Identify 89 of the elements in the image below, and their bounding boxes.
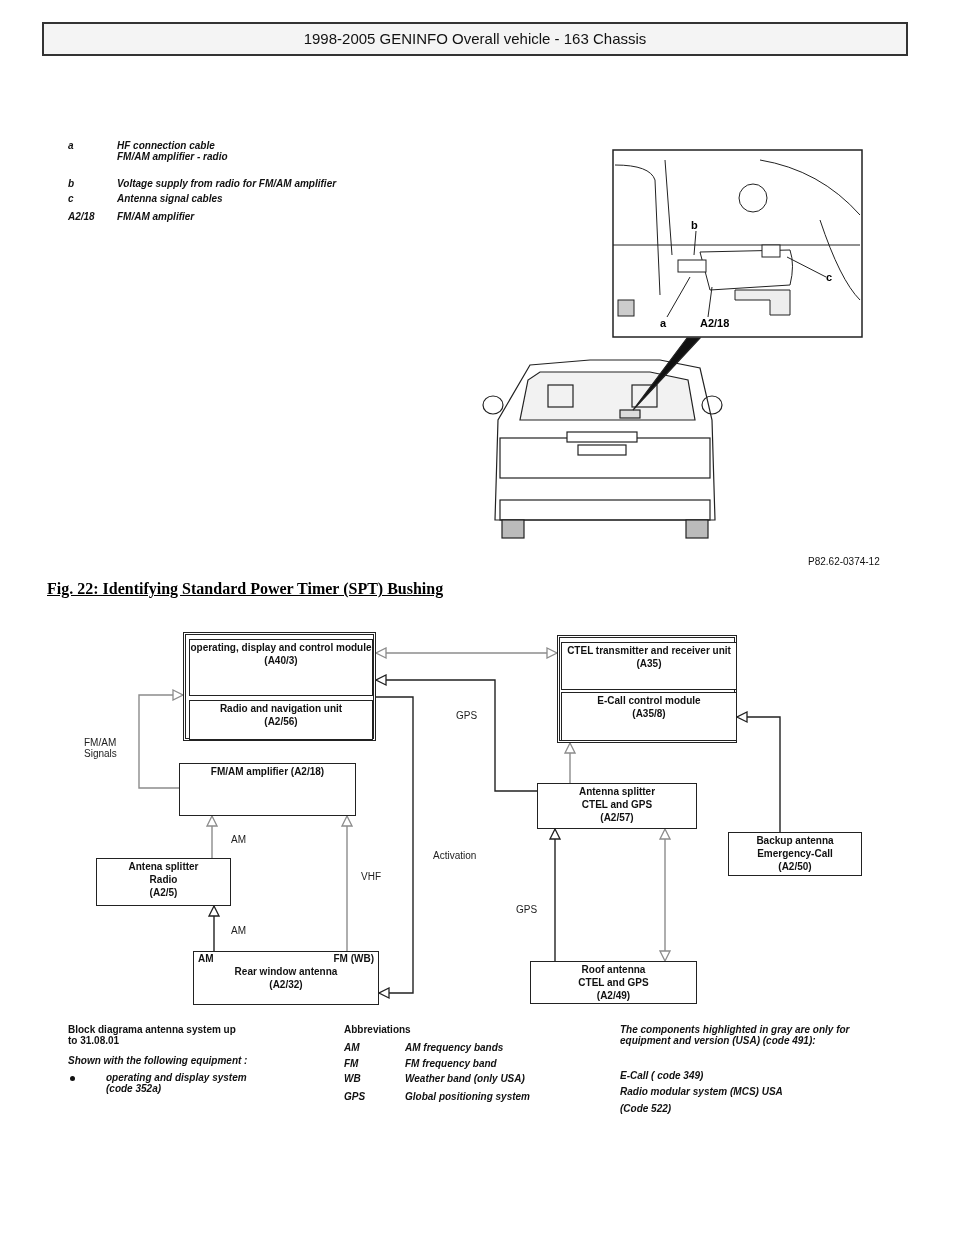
port-label: FM (WB) [333, 953, 374, 964]
note-text: Global positioning system [405, 1091, 530, 1102]
note-text: Antenna signal cables [117, 193, 223, 204]
edge-label: GPS [515, 904, 539, 915]
leader-line [707, 286, 713, 318]
connector-arrow [659, 828, 671, 962]
part-code: A2/18 [700, 317, 734, 329]
box-text: Antenna splitter [577, 786, 657, 797]
component-box [189, 700, 373, 740]
box-text: operating, display and control module [190, 642, 372, 653]
connector-arrow [375, 674, 538, 792]
edge-label: VHF [360, 871, 382, 882]
box-text: Rear window antenna [233, 966, 339, 977]
box-text: (A2/49) [595, 990, 632, 1001]
box-text: CTEL and GPS [580, 799, 654, 810]
leader-line [666, 276, 691, 318]
note-text: E-Call ( code 349) [620, 1070, 704, 1081]
callout-letter: a [68, 140, 74, 151]
note-text: Weather band (only USA) [405, 1073, 525, 1084]
component-box [728, 832, 862, 876]
note-text: operating and display system (code 352a) [106, 1072, 248, 1094]
note-text: Block diagrama antenna system up to 31.08.01 [68, 1024, 237, 1046]
connector-arrow [206, 815, 218, 859]
note-text: The components highlighted in gray are only for equipment and version (USA) (code 491): [620, 1024, 851, 1046]
box-text: (A35) [635, 658, 663, 669]
part-code: A2/18 [68, 211, 95, 222]
note-text: Shown with the following equipment : [68, 1055, 248, 1066]
component-box [530, 961, 697, 1004]
note-text: Voltage supply from radio for FM/AM amplifier [117, 178, 337, 189]
heading: Abbreviations [344, 1024, 411, 1035]
box-text: (A2/50) [777, 861, 813, 872]
callout-letter: a [660, 317, 670, 329]
leader-line [693, 230, 697, 256]
connector-arrow [208, 905, 220, 952]
connector-arrow [375, 647, 558, 659]
box-text: (A2/32) [268, 979, 304, 990]
edge-label: GPS [455, 710, 479, 721]
component-box [189, 639, 373, 696]
abbreviation: WB [344, 1073, 361, 1084]
figure-code: P82.62-0374-12 [808, 556, 880, 567]
box-text: (A2/56) [263, 716, 299, 727]
box-text: CTEL transmitter and receiver unit [566, 645, 732, 656]
box-text: (A35/8) [631, 708, 667, 719]
note-text: Radio modular system (MCS) USA [620, 1086, 783, 1097]
box-text: Emergency-Call [756, 848, 834, 859]
callout-letter: b [691, 219, 701, 231]
component-box [179, 763, 356, 816]
component-box [193, 951, 379, 1005]
module-frame [557, 635, 737, 743]
abbreviation: FM [344, 1058, 359, 1069]
abbreviation: AM [344, 1042, 360, 1053]
box-text: E-Call control module [596, 695, 702, 706]
component-box [537, 783, 697, 829]
box-text: (A40/3) [263, 655, 299, 666]
note-text: FM frequency band [405, 1058, 497, 1069]
edge-label: AM [230, 925, 247, 936]
header-bar: 1998-2005 GENINFO Overall vehicle - 163 Chassis [42, 22, 908, 56]
abbreviation: GPS [344, 1091, 366, 1102]
component-box [561, 642, 737, 690]
callout-letter: c [826, 271, 836, 283]
connector-arrow [341, 815, 353, 952]
connector-arrow [564, 742, 576, 784]
component-box [561, 692, 737, 741]
connector-arrow [138, 689, 184, 789]
connector-arrow [375, 696, 414, 999]
box-text: Antena splitter [127, 861, 200, 872]
callout-letter: b [68, 178, 75, 189]
box-text: CTEL and GPS [577, 977, 650, 988]
box-text: (A2/5) [148, 887, 179, 898]
note-text: (Code 522) [620, 1103, 672, 1114]
component-box [96, 858, 231, 906]
module-frame [183, 632, 376, 741]
note-text: HF connection cable FM/AM amplifier - radio [117, 140, 229, 162]
note-text: AM frequency bands [405, 1042, 504, 1053]
box-text: (A2/57) [599, 812, 635, 823]
note-text: FM/AM amplifier [117, 211, 195, 222]
connector-arrow [736, 711, 781, 833]
box-text: Roof antenna [580, 964, 647, 975]
box-text: Radio [148, 874, 179, 885]
box-text: FM/AM amplifier (A2/18) [209, 766, 326, 777]
connector-arrow [549, 828, 561, 962]
figure-caption: Fig. 22: Identifying Standard Power Timer (SPT) Bushing [47, 580, 444, 598]
callout-letter: c [68, 193, 74, 204]
box-text: Backup antenna [755, 835, 835, 846]
leader-line [786, 256, 827, 278]
edge-label: AM [230, 834, 247, 845]
box-text: Radio and navigation unit [218, 703, 344, 714]
edge-label: Activation [432, 850, 478, 861]
port-label: AM [198, 953, 214, 964]
